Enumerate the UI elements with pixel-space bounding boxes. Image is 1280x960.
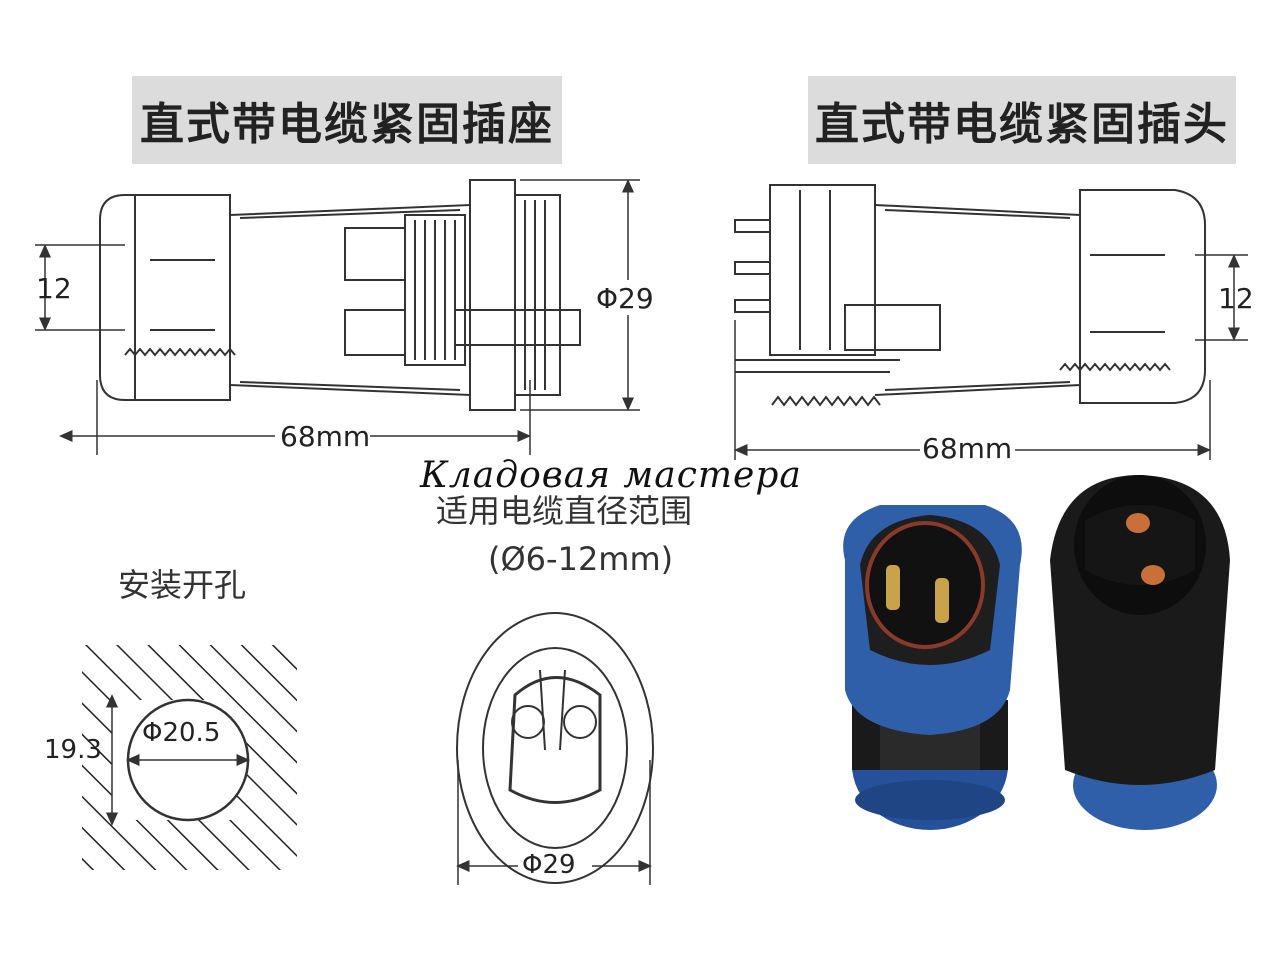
cable-range-label: 适用电缆直径范围 [436, 492, 693, 530]
front-diameter-label: Φ29 [522, 850, 576, 880]
mounting-hole-drawing [82, 645, 297, 870]
mount-hole-label: 安装开孔 [118, 566, 247, 604]
socket-side-view [99, 179, 581, 411]
socket-diameter-label: Φ29 [596, 282, 654, 315]
connector-photo [843, 475, 1230, 830]
hole-diameter-label: Φ20.5 [142, 718, 221, 748]
watermark-text: Кладовая мастера [420, 455, 802, 496]
plug-length-label: 68mm [922, 432, 1013, 465]
plug-title: 直式带电缆紧固插头 [808, 76, 1236, 164]
cable-range-value: (Ø6-12mm) [488, 540, 674, 578]
plug-dimension-lines [734, 254, 1248, 460]
front-view-drawing [456, 612, 654, 885]
hole-height-label: 19.3 [44, 735, 102, 765]
female-connector [1050, 475, 1230, 830]
socket-cable-dim-label: 12 [36, 272, 72, 305]
plug-side-view [734, 184, 1206, 407]
male-connector [843, 505, 1022, 830]
plug-cable-dim-label: 12 [1218, 282, 1254, 315]
socket-title: 直式带电缆紧固插座 [132, 76, 562, 164]
socket-dimension-lines [35, 179, 640, 455]
socket-length-label: 68mm [280, 420, 371, 453]
